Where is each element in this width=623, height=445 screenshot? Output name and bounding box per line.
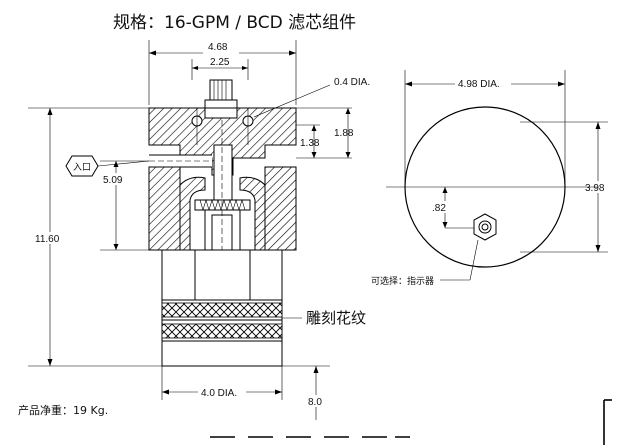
dim-138: 1.38: [300, 138, 320, 149]
top-view: 4.98 DIA. 3.98 .82 可选择：指示器: [371, 70, 613, 445]
section-view: 4.68 2.25: [28, 40, 410, 438]
knurl-label: 雕刻花纹: [306, 309, 366, 327]
drawing-title: 规格：16-GPM / BCD 滤芯组件: [113, 13, 356, 33]
indicator-label: 可选择：指示器: [371, 275, 434, 287]
net-weight: 产品净重：19 Kg.: [18, 403, 108, 417]
dim-circle-dia: 4.98 DIA.: [458, 79, 500, 90]
dim-overall-width: 4.68: [208, 42, 228, 53]
dim-bottom-dia: 4.0 DIA.: [201, 388, 237, 399]
dim-clearance: 8.0: [308, 397, 322, 408]
dim-circle-offset: 3.98: [585, 183, 605, 194]
dim-hole-dia: 0.4 DIA.: [334, 77, 370, 88]
dim-indicator-offset: .82: [432, 203, 446, 214]
dim-inlet-height: 5.09: [103, 175, 123, 186]
indicator-hex-icon: [473, 213, 497, 241]
inlet-tag: 入口: [65, 155, 150, 177]
dim-overall-height: 11.60: [35, 234, 60, 245]
inlet-label: 入口: [73, 162, 91, 173]
dim-top-width: 2.25: [210, 57, 230, 68]
dim-188: 1.88: [334, 128, 354, 139]
